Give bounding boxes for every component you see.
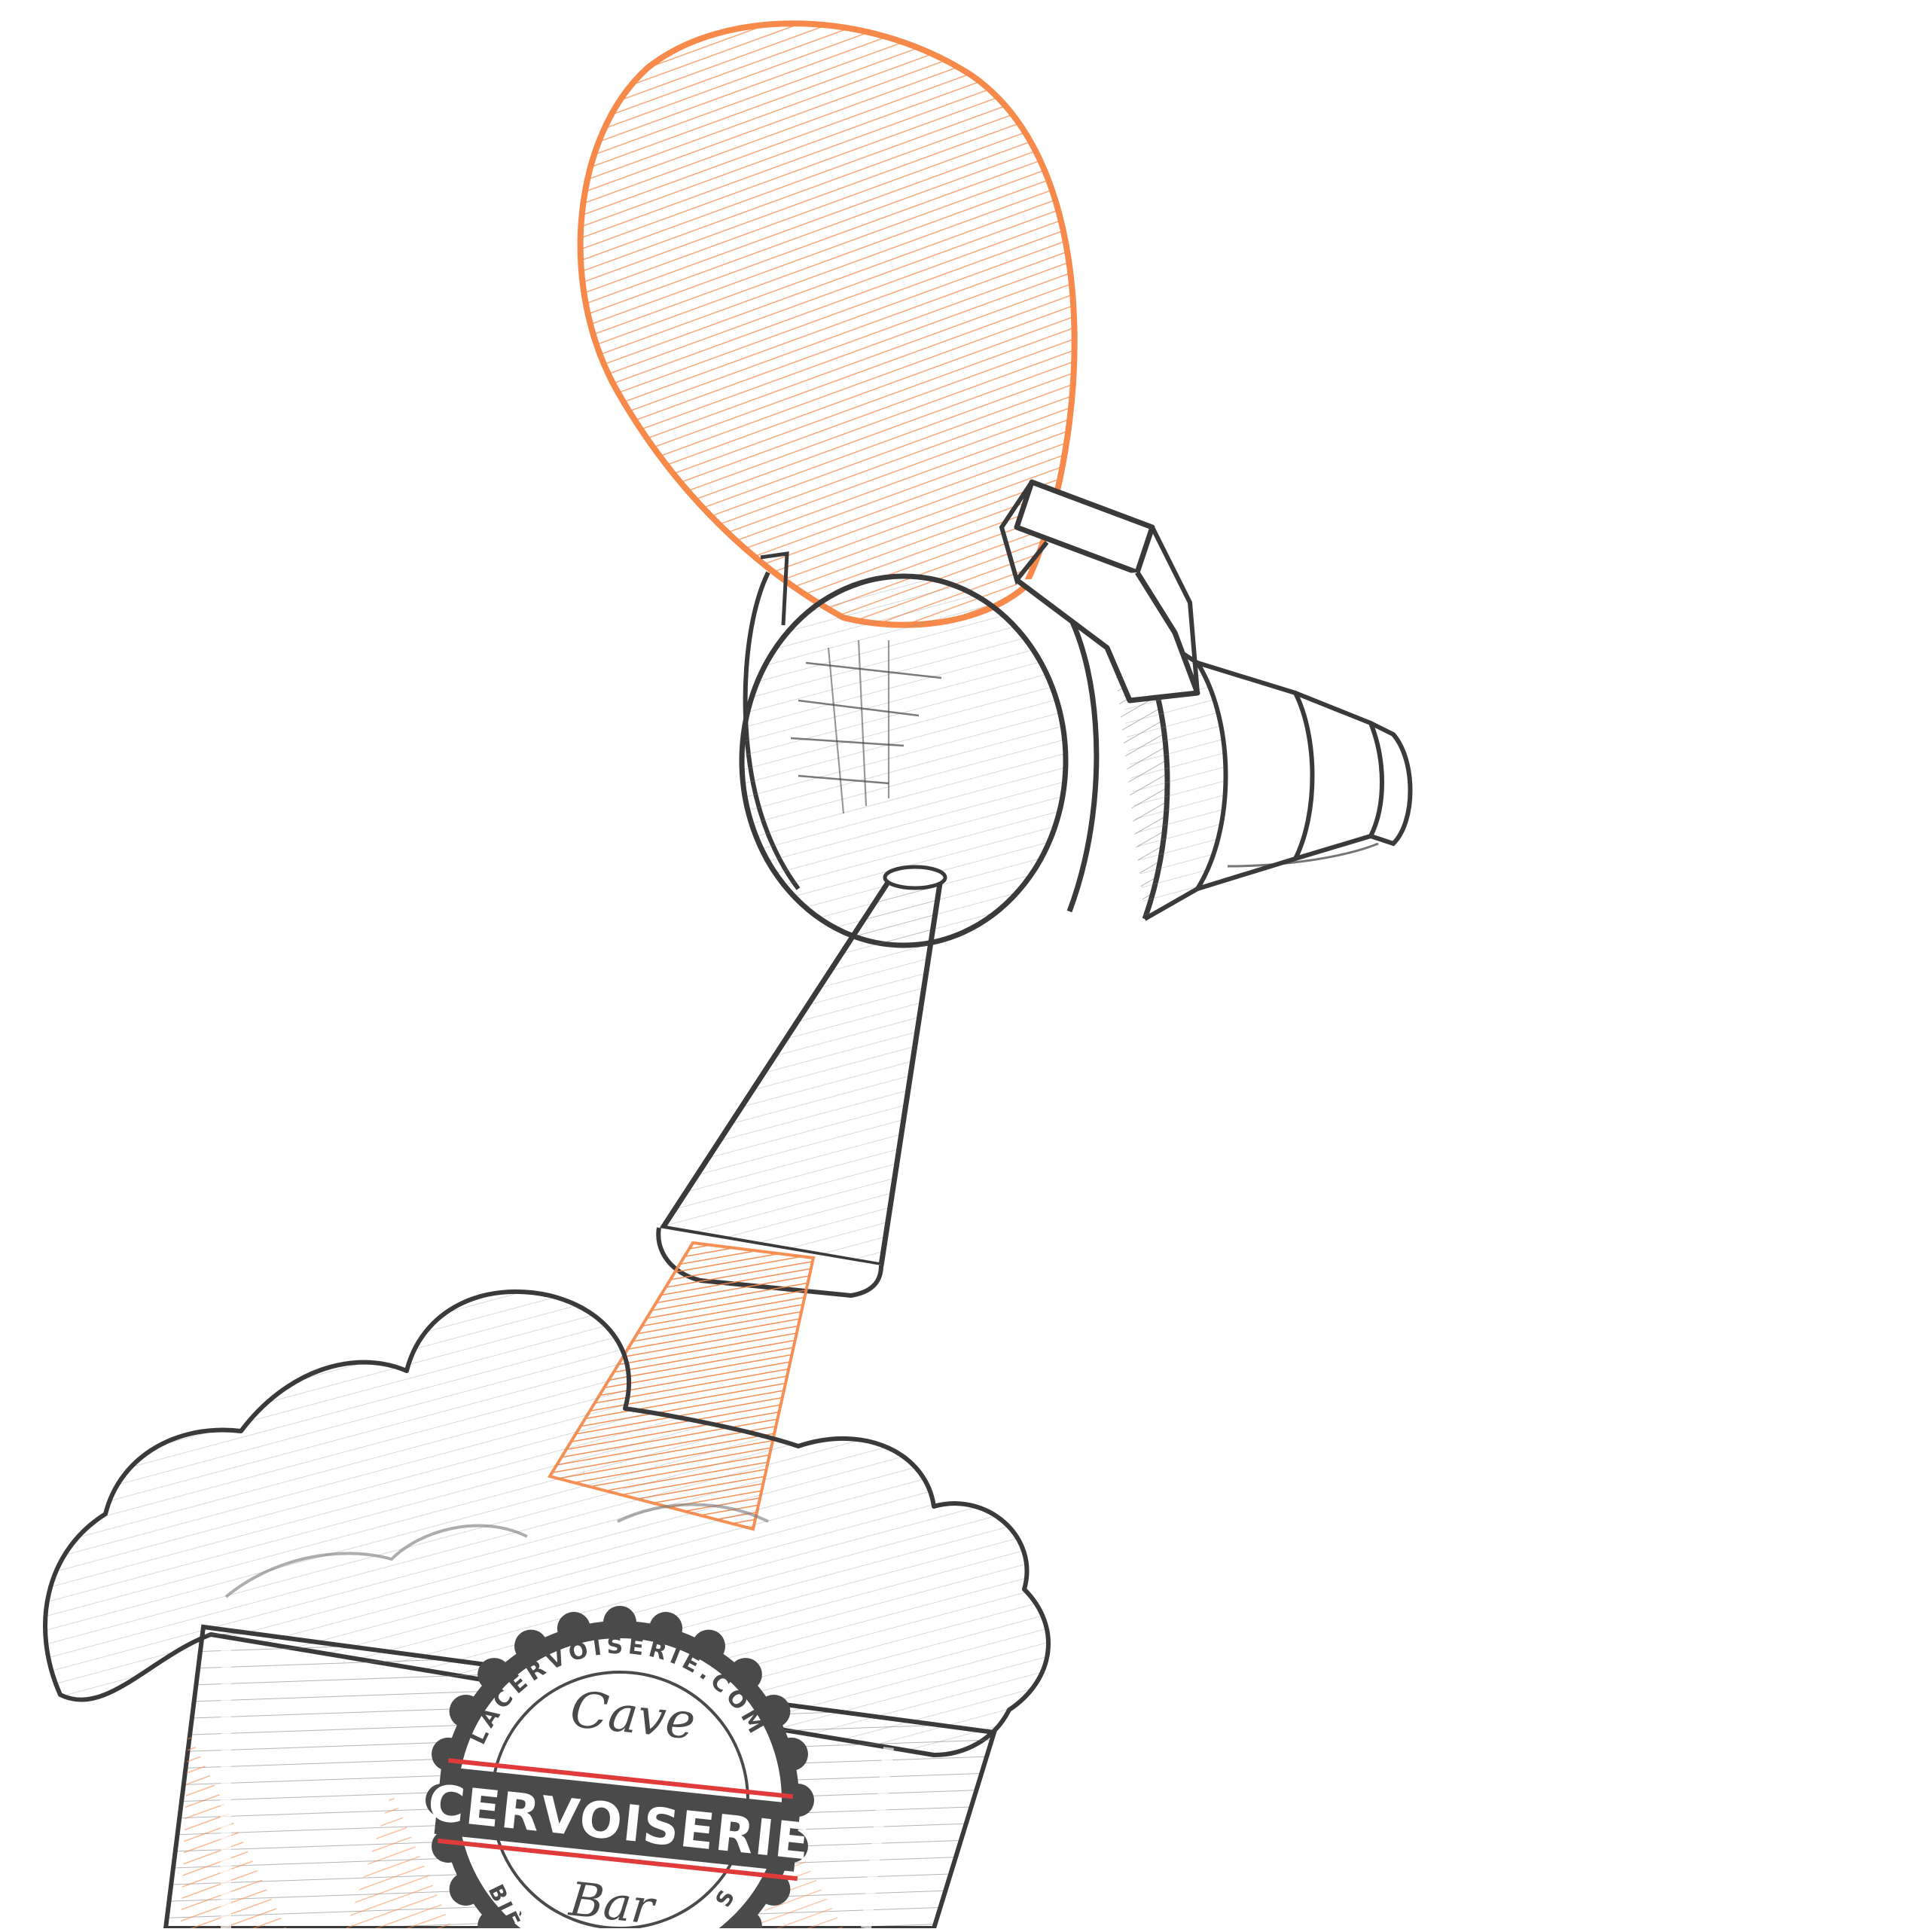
cervoiserie-bottlecap-logo: LACERVOISERIE.COM Cave CERVOISERIE Bar B…	[426, 1606, 814, 1932]
badge-top-word: Cave	[568, 1680, 698, 1751]
beer-faucet-icon	[656, 479, 1413, 1299]
beer-tap-handle-icon	[577, 20, 1078, 628]
badge-bottom-word: Bar	[566, 1871, 660, 1928]
